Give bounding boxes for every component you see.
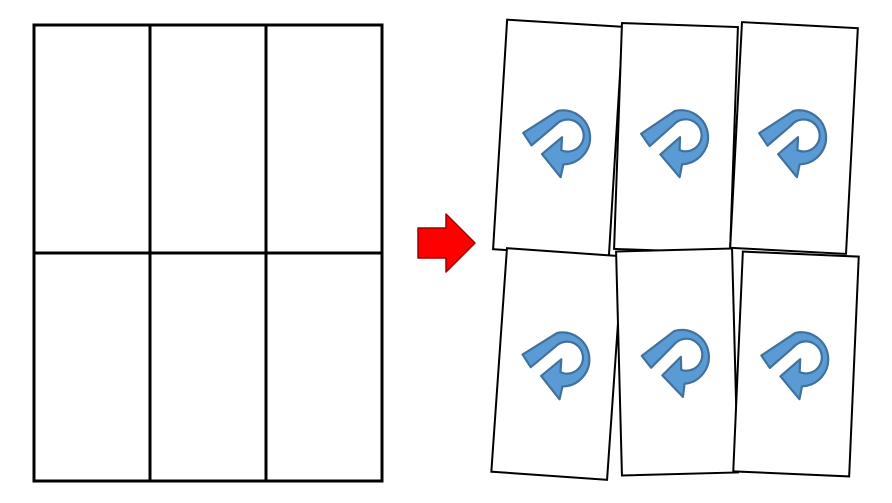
right-tiles — [490, 18, 860, 481]
tile-1 — [492, 18, 624, 258]
tile-6 — [732, 250, 860, 478]
left-grid — [32, 23, 384, 483]
tile-4 — [490, 247, 624, 481]
tile-5 — [615, 247, 739, 477]
tile-2 — [613, 22, 739, 254]
red-right-arrow-icon — [417, 213, 476, 273]
tile-3 — [729, 21, 859, 255]
